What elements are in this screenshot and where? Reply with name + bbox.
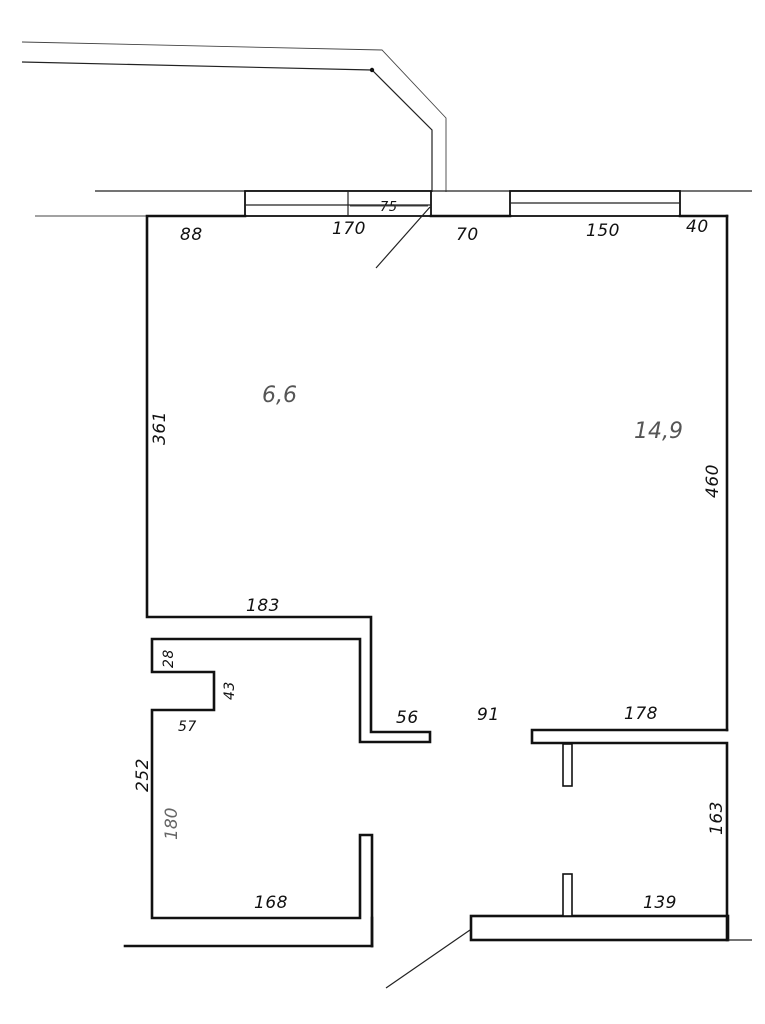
- door-jamb-upper: [562, 743, 573, 787]
- dim-mid-178: 178: [624, 704, 658, 724]
- bathroom-area: 180: [162, 808, 182, 840]
- dim-mid-91: 91: [477, 705, 500, 725]
- dim-bottom-139: 139: [643, 893, 677, 913]
- walls: [123, 214, 730, 948]
- door-jamb-lower: [562, 873, 573, 917]
- window-left: [244, 190, 432, 217]
- dim-top-150: 150: [586, 221, 620, 241]
- dim-top-75: 75: [380, 200, 398, 215]
- dim-top-88: 88: [180, 225, 203, 245]
- top-corridor: [21, 41, 447, 192]
- dim-top-40: 40: [686, 217, 709, 237]
- dim-top-170: 170: [332, 219, 366, 239]
- dim-mid-56: 56: [396, 708, 419, 728]
- dim-left-361: 361: [150, 411, 170, 445]
- dim-bath-28: 28: [161, 649, 177, 668]
- room-right-area: 14,9: [634, 419, 683, 444]
- room-left-area: 6,6: [262, 383, 297, 408]
- dim-right-460: 460: [703, 464, 723, 498]
- dim-mid-183: 183: [246, 596, 280, 616]
- dim-right-163: 163: [707, 801, 727, 835]
- dim-top-70: 70: [456, 225, 479, 245]
- dim-bath-252: 252: [133, 758, 153, 792]
- dim-bottom-168: 168: [254, 893, 288, 913]
- entrance-door-swing: [385, 929, 471, 989]
- window-right: [509, 190, 681, 217]
- dim-bath-43: 43: [222, 681, 238, 700]
- door-swing-top: [375, 206, 431, 269]
- dim-bath-57: 57: [178, 719, 197, 735]
